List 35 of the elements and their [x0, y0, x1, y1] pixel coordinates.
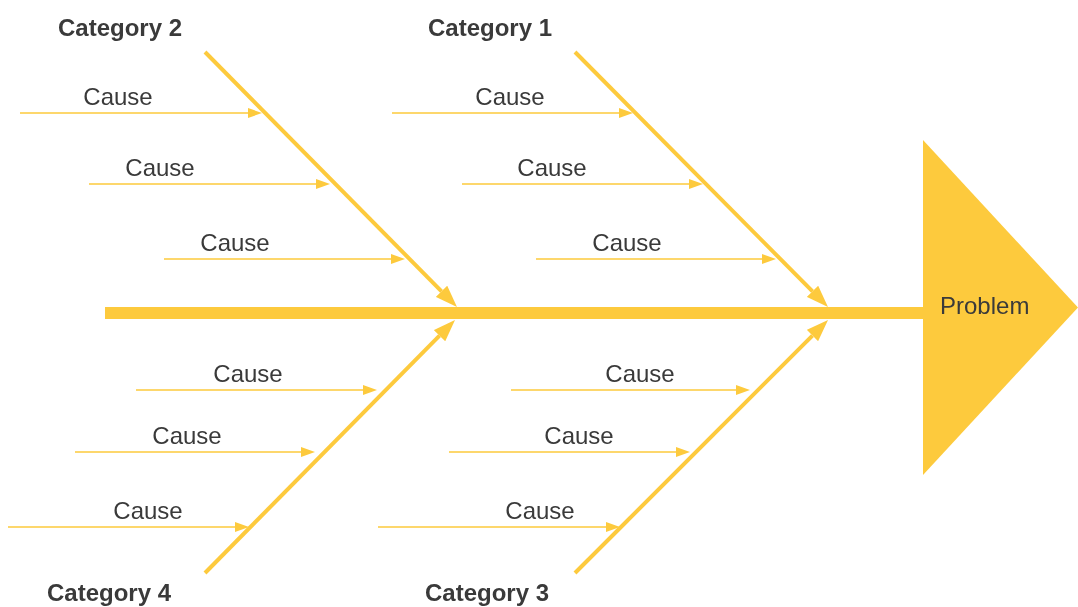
problem-label: Problem [940, 291, 1030, 320]
spine-line [573, 320, 828, 575]
arrow [448, 447, 690, 457]
arrow [135, 385, 377, 395]
cause-label: Cause [200, 229, 270, 257]
category-label: Category 4 [47, 579, 172, 607]
arrow [510, 385, 750, 395]
cause-label: Cause [517, 154, 587, 182]
cause-label: Cause [213, 360, 283, 388]
arrow [163, 254, 405, 264]
cause-label: Cause [113, 497, 183, 525]
cause-label: Cause [125, 154, 195, 182]
cause-label: Cause [505, 497, 575, 525]
spine-line [105, 307, 923, 319]
arrow [19, 108, 262, 118]
cause-label: Cause [475, 83, 545, 111]
category-label: Category 2 [58, 14, 183, 42]
cause-label: Cause [544, 422, 614, 450]
category-label: Category 3 [425, 579, 550, 607]
arrow [377, 522, 620, 532]
category-label: Category 1 [428, 14, 553, 42]
spine-line [573, 50, 828, 307]
cause-label: Cause [83, 83, 153, 111]
cause-label: Cause [152, 422, 222, 450]
spine-line [203, 320, 455, 575]
cause-label: Cause [605, 360, 675, 388]
arrow [391, 108, 633, 118]
spine-line [203, 50, 457, 307]
arrow [7, 522, 249, 532]
arrow [535, 254, 776, 264]
arrow [88, 179, 330, 189]
problem-triangle [923, 140, 1078, 475]
arrow [461, 179, 703, 189]
arrow [74, 447, 315, 457]
cause-label: Cause [592, 229, 662, 257]
